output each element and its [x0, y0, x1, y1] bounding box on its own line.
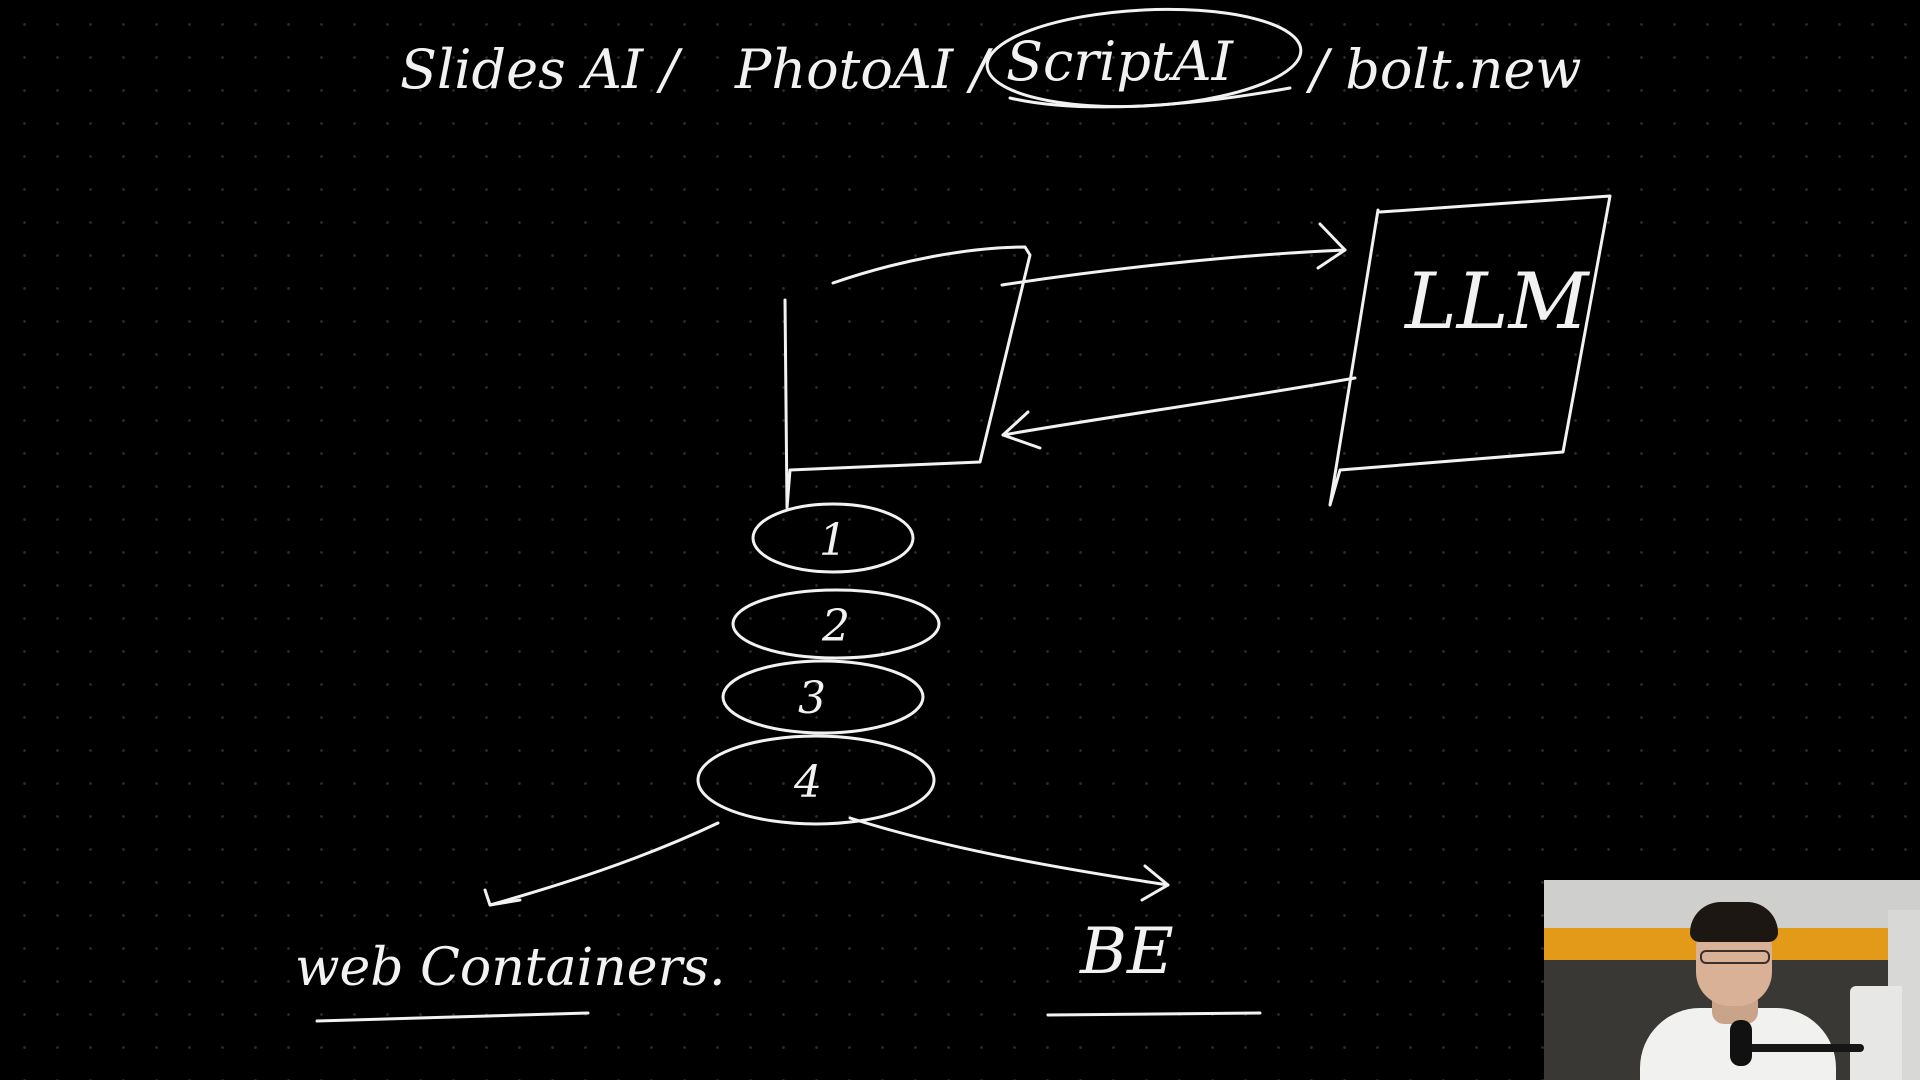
backend-label: BE [1079, 915, 1174, 989]
header-highlight-underline [1008, 86, 1292, 109]
frontend-box [783, 245, 1032, 510]
web-containers-arrow-line [488, 821, 720, 907]
llm-box-label: LLM [1403, 257, 1591, 347]
container-ellipse-2 [731, 588, 941, 660]
header-slides-ai: Slides AI / [400, 38, 683, 101]
backend-arrow-head [1140, 864, 1170, 902]
response-arrow-head [1001, 410, 1042, 450]
header-script-ai: ScriptAI [1006, 30, 1235, 93]
container-ellipse-1 [751, 502, 915, 574]
container-stack: 1 2 3 4 [696, 502, 941, 826]
request-arrow-line [1000, 248, 1347, 287]
header-line: Slides AI / PhotoAI / ScriptAI / bolt.ne… [400, 7, 1582, 109]
container-label-3: 3 [798, 673, 826, 724]
llm-box [1328, 194, 1612, 507]
backend-underline [1046, 1011, 1262, 1017]
backend-arrow-line [848, 816, 1170, 887]
container-label-2: 2 [821, 601, 850, 652]
web-containers-arrow-head [483, 888, 522, 907]
container-label-4: 4 [793, 757, 822, 808]
header-photo-ai: PhotoAI / [734, 38, 993, 101]
container-label-1: 1 [819, 515, 847, 566]
web-containers-underline [315, 1011, 590, 1023]
presenter-webcam-icon [1544, 880, 1920, 1080]
microphone-icon [1730, 1020, 1752, 1066]
container-ellipse-3 [721, 659, 925, 735]
web-containers-label: web Containers. [295, 938, 726, 998]
header-bolt-new: / bolt.new [1305, 38, 1582, 101]
request-arrow-head [1316, 222, 1347, 270]
container-ellipse-4 [696, 734, 936, 826]
response-arrow-line [1001, 376, 1357, 437]
